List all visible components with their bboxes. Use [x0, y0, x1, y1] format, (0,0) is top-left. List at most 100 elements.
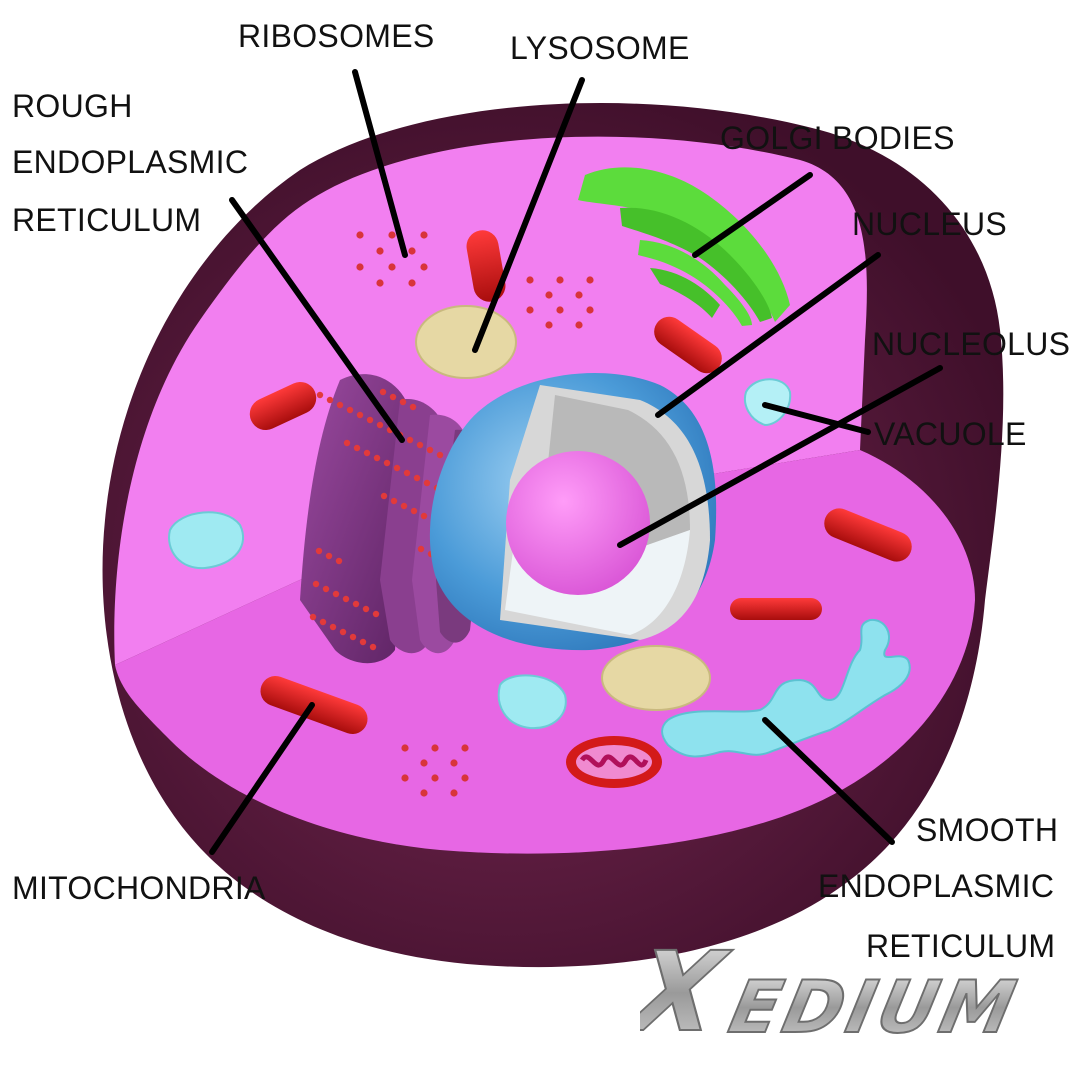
- mitochondria-group: [249, 230, 912, 788]
- ribosome-dot: [575, 291, 583, 299]
- golgi-cisterna: [620, 207, 772, 322]
- rough-er-ribosome-dot: [319, 618, 327, 626]
- rough-er-ribosome-dot: [332, 590, 340, 598]
- ribosome-dot: [420, 231, 428, 239]
- ribosome-dot: [431, 744, 439, 752]
- rough-er-ribosome-dot: [416, 441, 424, 449]
- ribosome-dot: [450, 789, 458, 797]
- ribosome-dot: [388, 263, 396, 271]
- rough-er-ribosome-dot: [316, 391, 324, 399]
- leader-line-nucleolus: [617, 365, 943, 548]
- rough-er-ribosome-dot: [335, 557, 343, 565]
- ribosome-dot: [401, 744, 409, 752]
- label-smooth-er-line1: SMOOTH: [916, 812, 1059, 848]
- label-mitochondria: MITOCHONDRIA: [12, 870, 266, 906]
- ribosome-dot: [401, 774, 409, 782]
- ribosome-dot: [586, 306, 594, 314]
- rough-er-ribosome-dot: [372, 610, 380, 618]
- ribosome-dot: [461, 744, 469, 752]
- rough-er-ribosome-dot: [325, 552, 333, 560]
- ribosome-dot: [556, 306, 564, 314]
- rough-er-ribosome-dot: [436, 451, 444, 459]
- label-rough-er-line2: ENDOPLASMIC: [12, 144, 249, 180]
- svg-text:X: X: [640, 929, 738, 1057]
- label-rough-er-line1: ROUGH: [12, 88, 133, 124]
- rough-er-ribosome-dot: [409, 403, 417, 411]
- leader-line-mitochondria: [209, 702, 315, 855]
- ribosome-dot: [556, 276, 564, 284]
- ribosome-dot: [376, 279, 384, 287]
- rough-er-ribosome-dot: [346, 406, 354, 414]
- vacuole: [497, 674, 567, 730]
- rough-er-ribosome-dot: [393, 464, 401, 472]
- nucleolus: [506, 451, 650, 595]
- ribosome-dot: [461, 774, 469, 782]
- ribosome-dot: [388, 231, 396, 239]
- label-rough-er-line3: RETICULUM: [12, 202, 202, 238]
- rough-er-ribosome-dot: [315, 547, 323, 555]
- ribosome-dot: [450, 759, 458, 767]
- ribosome-dot: [356, 263, 364, 271]
- ribosome-dot: [408, 247, 416, 255]
- rough-er-ribosome-dot: [413, 474, 421, 482]
- rough-er-ribosome-dot: [389, 393, 397, 401]
- mitochondrion: [824, 508, 912, 562]
- rough-er-ribosome-dot: [410, 507, 418, 515]
- xedium-watermark-logo: X EDIUM: [640, 928, 1027, 1058]
- label-vacuole: VACUOLE: [874, 416, 1027, 452]
- rough-er-ribosome-dot: [353, 444, 361, 452]
- rough-er-ribosome-dot: [352, 600, 360, 608]
- ribosome-dot: [545, 291, 553, 299]
- nucleus: [429, 372, 717, 651]
- rough-er-ribosome-dot: [356, 411, 364, 419]
- rough-er-ribosome-dot: [363, 449, 371, 457]
- rough-er-ribosome-dot: [369, 643, 377, 651]
- rough-er-ribosome-dot: [362, 605, 370, 613]
- mitochondrion: [466, 230, 506, 302]
- label-ribosomes: RIBOSOMES: [238, 18, 435, 54]
- label-nucleus: NUCLEUS: [852, 206, 1008, 242]
- rough-er-ribosome-dot: [383, 459, 391, 467]
- free-ribosomes: [356, 231, 594, 797]
- rough-er-ribosome-dot: [399, 398, 407, 406]
- ribosome-dot: [376, 247, 384, 255]
- ribosome-dot: [420, 789, 428, 797]
- ribosome-dot: [431, 774, 439, 782]
- rough-er-ribosome-dot: [426, 446, 434, 454]
- mitochondrion: [730, 598, 822, 620]
- ribosome-dot: [586, 276, 594, 284]
- rough-er-ribosome-dot: [373, 454, 381, 462]
- golgi-cisterna: [578, 167, 790, 322]
- mitochondrion-cutaway: [566, 736, 662, 788]
- leader-line-smooth-er: [762, 717, 895, 845]
- label-golgi-bodies: GOLGI BODIES: [720, 120, 955, 156]
- leader-line-lysosome: [472, 77, 585, 353]
- svg-text:EDIUM: EDIUM: [722, 966, 1026, 1050]
- label-lysosome: LYSOSOME: [510, 30, 690, 66]
- ribosome-dot: [526, 276, 534, 284]
- rough-er-ribosome-dot: [406, 436, 414, 444]
- lysosome: [415, 305, 517, 379]
- rough-er-ribosome-dot: [349, 633, 357, 641]
- rough-er-ribosome-dot: [423, 479, 431, 487]
- label-smooth-er-line2: ENDOPLASMIC: [818, 868, 1055, 904]
- leader-lines: [209, 69, 943, 855]
- leader-line-ribosomes: [352, 69, 408, 258]
- ribosome-dot: [420, 759, 428, 767]
- golgi-bodies: [578, 167, 790, 326]
- rough-er-ribosome-dot: [322, 585, 330, 593]
- ribosome-dot: [356, 231, 364, 239]
- rough-er-ribosome-dot: [309, 613, 317, 621]
- rough-er-ribosome-dot: [326, 396, 334, 404]
- ribosome-dot: [575, 321, 583, 329]
- mitochondrion: [654, 316, 722, 374]
- ribosome-dot: [408, 279, 416, 287]
- rough-er-ribosome-dot: [403, 469, 411, 477]
- rough-er-ribosome-dot: [312, 580, 320, 588]
- rough-er-ribosome-dot: [380, 492, 388, 500]
- rough-er-ribosome-dot: [343, 439, 351, 447]
- rough-er-ribosome-dot: [366, 416, 374, 424]
- ribosome-dot: [420, 263, 428, 271]
- rough-er-ribosome-dot: [339, 628, 347, 636]
